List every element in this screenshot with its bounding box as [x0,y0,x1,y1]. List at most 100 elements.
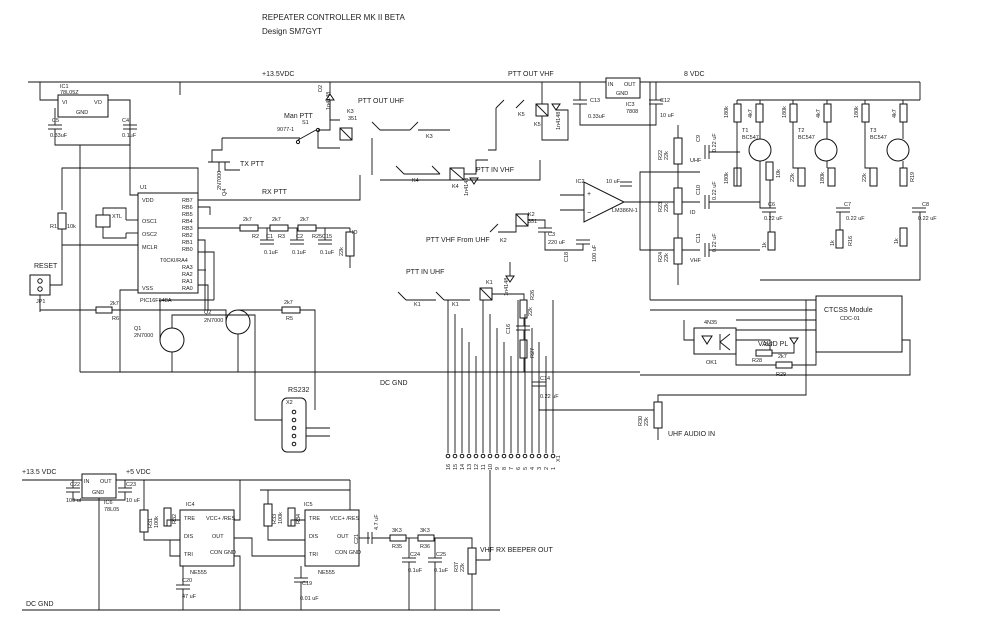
c15-ref: C15 [322,234,332,240]
bottom-dc-gnd-label: DC GND [26,601,54,608]
u1-pin-osc2: OSC2 [142,232,157,238]
ic2-part: LM386N-1 [612,208,638,214]
k5-contact: K5 [518,112,525,118]
u1-pin-rb0: RB0 [182,247,193,253]
q4-ref: Q4 [222,189,228,196]
transistor-stages: 180k 4k7 T1 BC547 180k 10k C6 0.22 uF 1k… [724,82,937,281]
x1-pin-label: 12 [474,464,480,470]
c23-value: 10 uF [126,498,141,504]
c14-ref: C14 [540,376,550,382]
q1-part: 2N7000 [134,333,153,339]
r22-ref: R22 [658,150,664,160]
valid-pl-led [789,337,799,345]
t2-r-res: 180k [820,172,826,184]
ic3-regulator: IN OUT GND IC3 7808 C13 0.33uF C12 10 uF [573,77,675,126]
r33-ref: R33 [272,514,278,524]
vhf-pot-label: VHF [690,258,702,264]
c1-ref: C1 [266,234,273,240]
x1-pin [508,453,514,459]
t3-ref: T3 [870,128,876,134]
u1-pin-ra1: RA1 [182,279,193,285]
k2-section: PTT VHF From UHF K2 K2 351 C3 220 uF C18… [426,212,598,262]
x1-pin-label: 13 [467,464,473,470]
ic3-in: IN [608,82,614,88]
q2-symbol [225,309,251,335]
ok1-part: 4N35 [704,320,717,326]
k5-section: K5 K5 1n4148 [488,82,569,151]
u1-pin-vss: VSS [142,286,153,292]
u1-pin-osc1: OSC1 [142,219,157,225]
x1-pin-label: 14 [460,464,466,470]
r24-value: 22k [664,253,670,262]
schematic-title: REPEATER CONTROLLER MK II BETA [262,13,406,22]
ic6-ref: IC6 [104,500,113,506]
xtl-ref: XTL [112,214,122,220]
ic5-pin-tri: TRI [309,552,318,558]
x2-ref: X2 [286,400,293,406]
u1-pin-rb6: RB6 [182,205,193,211]
x1-pin [445,453,451,459]
x1-pin-label: 10 [488,464,494,470]
k3-contact-label: K3 [426,134,433,140]
q2-ref: Q2 [204,310,211,316]
jp1-ref: JP1 [36,299,45,305]
u1-pin-rb5: RB5 [182,212,193,218]
ic1-regulator: IC1 78L05Z VI VO GND C5 0.33uF C4 0.1uF [39,82,138,196]
svg-text:+: + [587,191,591,198]
c4-ref: C4 [122,118,129,124]
ic4-part: NE555 [190,570,207,576]
x1-pin-label: 11 [481,464,487,470]
ic1-part: 78L05Z [60,90,79,96]
q4-part: 2N7000 [217,171,223,190]
ok1-ref: OK1 [706,360,717,366]
r19-ref: R19 [910,172,916,182]
x1-pin-label: 6 [516,467,522,470]
ic6-part: 78L05 [104,507,119,513]
ic4-ref: IC4 [186,502,195,508]
c24-ref: C24 [410,552,420,558]
jp1-connector [29,274,51,296]
bottom-supply: +13.5 VDC +5 VDC IN OUT GND IC6 78L05 C2… [22,469,500,611]
r3-ref: R3 [278,234,285,240]
ptt-out-uhf-label: PTT OUT UHF [358,98,404,105]
c18-value: 100 uF [592,244,598,262]
rail-label-13v5: +13.5VDC [262,71,295,78]
k2-coil-ref: K2 [528,212,535,218]
c20-ref: C20 [182,578,192,584]
u1-microcontroller: U1 PIC16F648A VDD OSC1 OSC2 MCLR VSS RB7… [61,167,240,372]
rail-label-8v: 8 VDC [684,71,705,78]
k3-value: 351 [348,116,357,122]
t3-part: BC547 [870,135,887,141]
c14-value: 0.22 uF [540,394,559,400]
u1-pin-rb4: RB4 [182,219,193,225]
t1-ref: T1 [742,128,748,134]
c4-value: 0.1uF [122,133,137,139]
c9-ref: C9 [696,135,702,142]
t1-part: BC547 [742,135,759,141]
x1-ref: X1 [556,455,562,462]
ic1-pin-vo: VO [94,100,103,106]
ic4-pin-tri: TRI [184,552,193,558]
ctcss-section: CTCSS Module CDC-01 4N35 OK1 VALID PL 2k… [640,295,911,378]
ic6-regulator [81,473,117,499]
id-pot-label: ID [690,210,696,216]
svg-text:−: − [587,210,591,217]
crystal-xtl [95,214,111,228]
c19-ref: C19 [302,581,312,587]
k5-ref: K5 [534,122,541,128]
c11-ref: C11 [696,233,702,243]
u1-pin-ra2: RA2 [182,272,193,278]
c13-value: 0.33uF [588,114,606,120]
x1-pin-label: 8 [502,467,508,470]
c10-ref: C10 [696,185,702,195]
k1-res-value: 22k [528,307,534,316]
rs232-label: RS232 [288,387,310,394]
u1-pin-vdd: VDD [142,198,154,204]
ptt-out-uhf-section: Man PTT 9077-1 S1 K3 351 D2 1n4148 PTT O… [277,82,450,175]
c6-value: 0.22 uF [764,216,783,222]
ic5-timer: IC5 TRE VCC+ /RES DIS OUT TRI CON GND NE… [234,480,370,610]
x1-pin-label: 1 [551,467,557,470]
ic4-pin-out: OUT [212,534,224,540]
c20-value: 47 uF [182,594,197,600]
r35-value: 3K3 [392,528,402,534]
